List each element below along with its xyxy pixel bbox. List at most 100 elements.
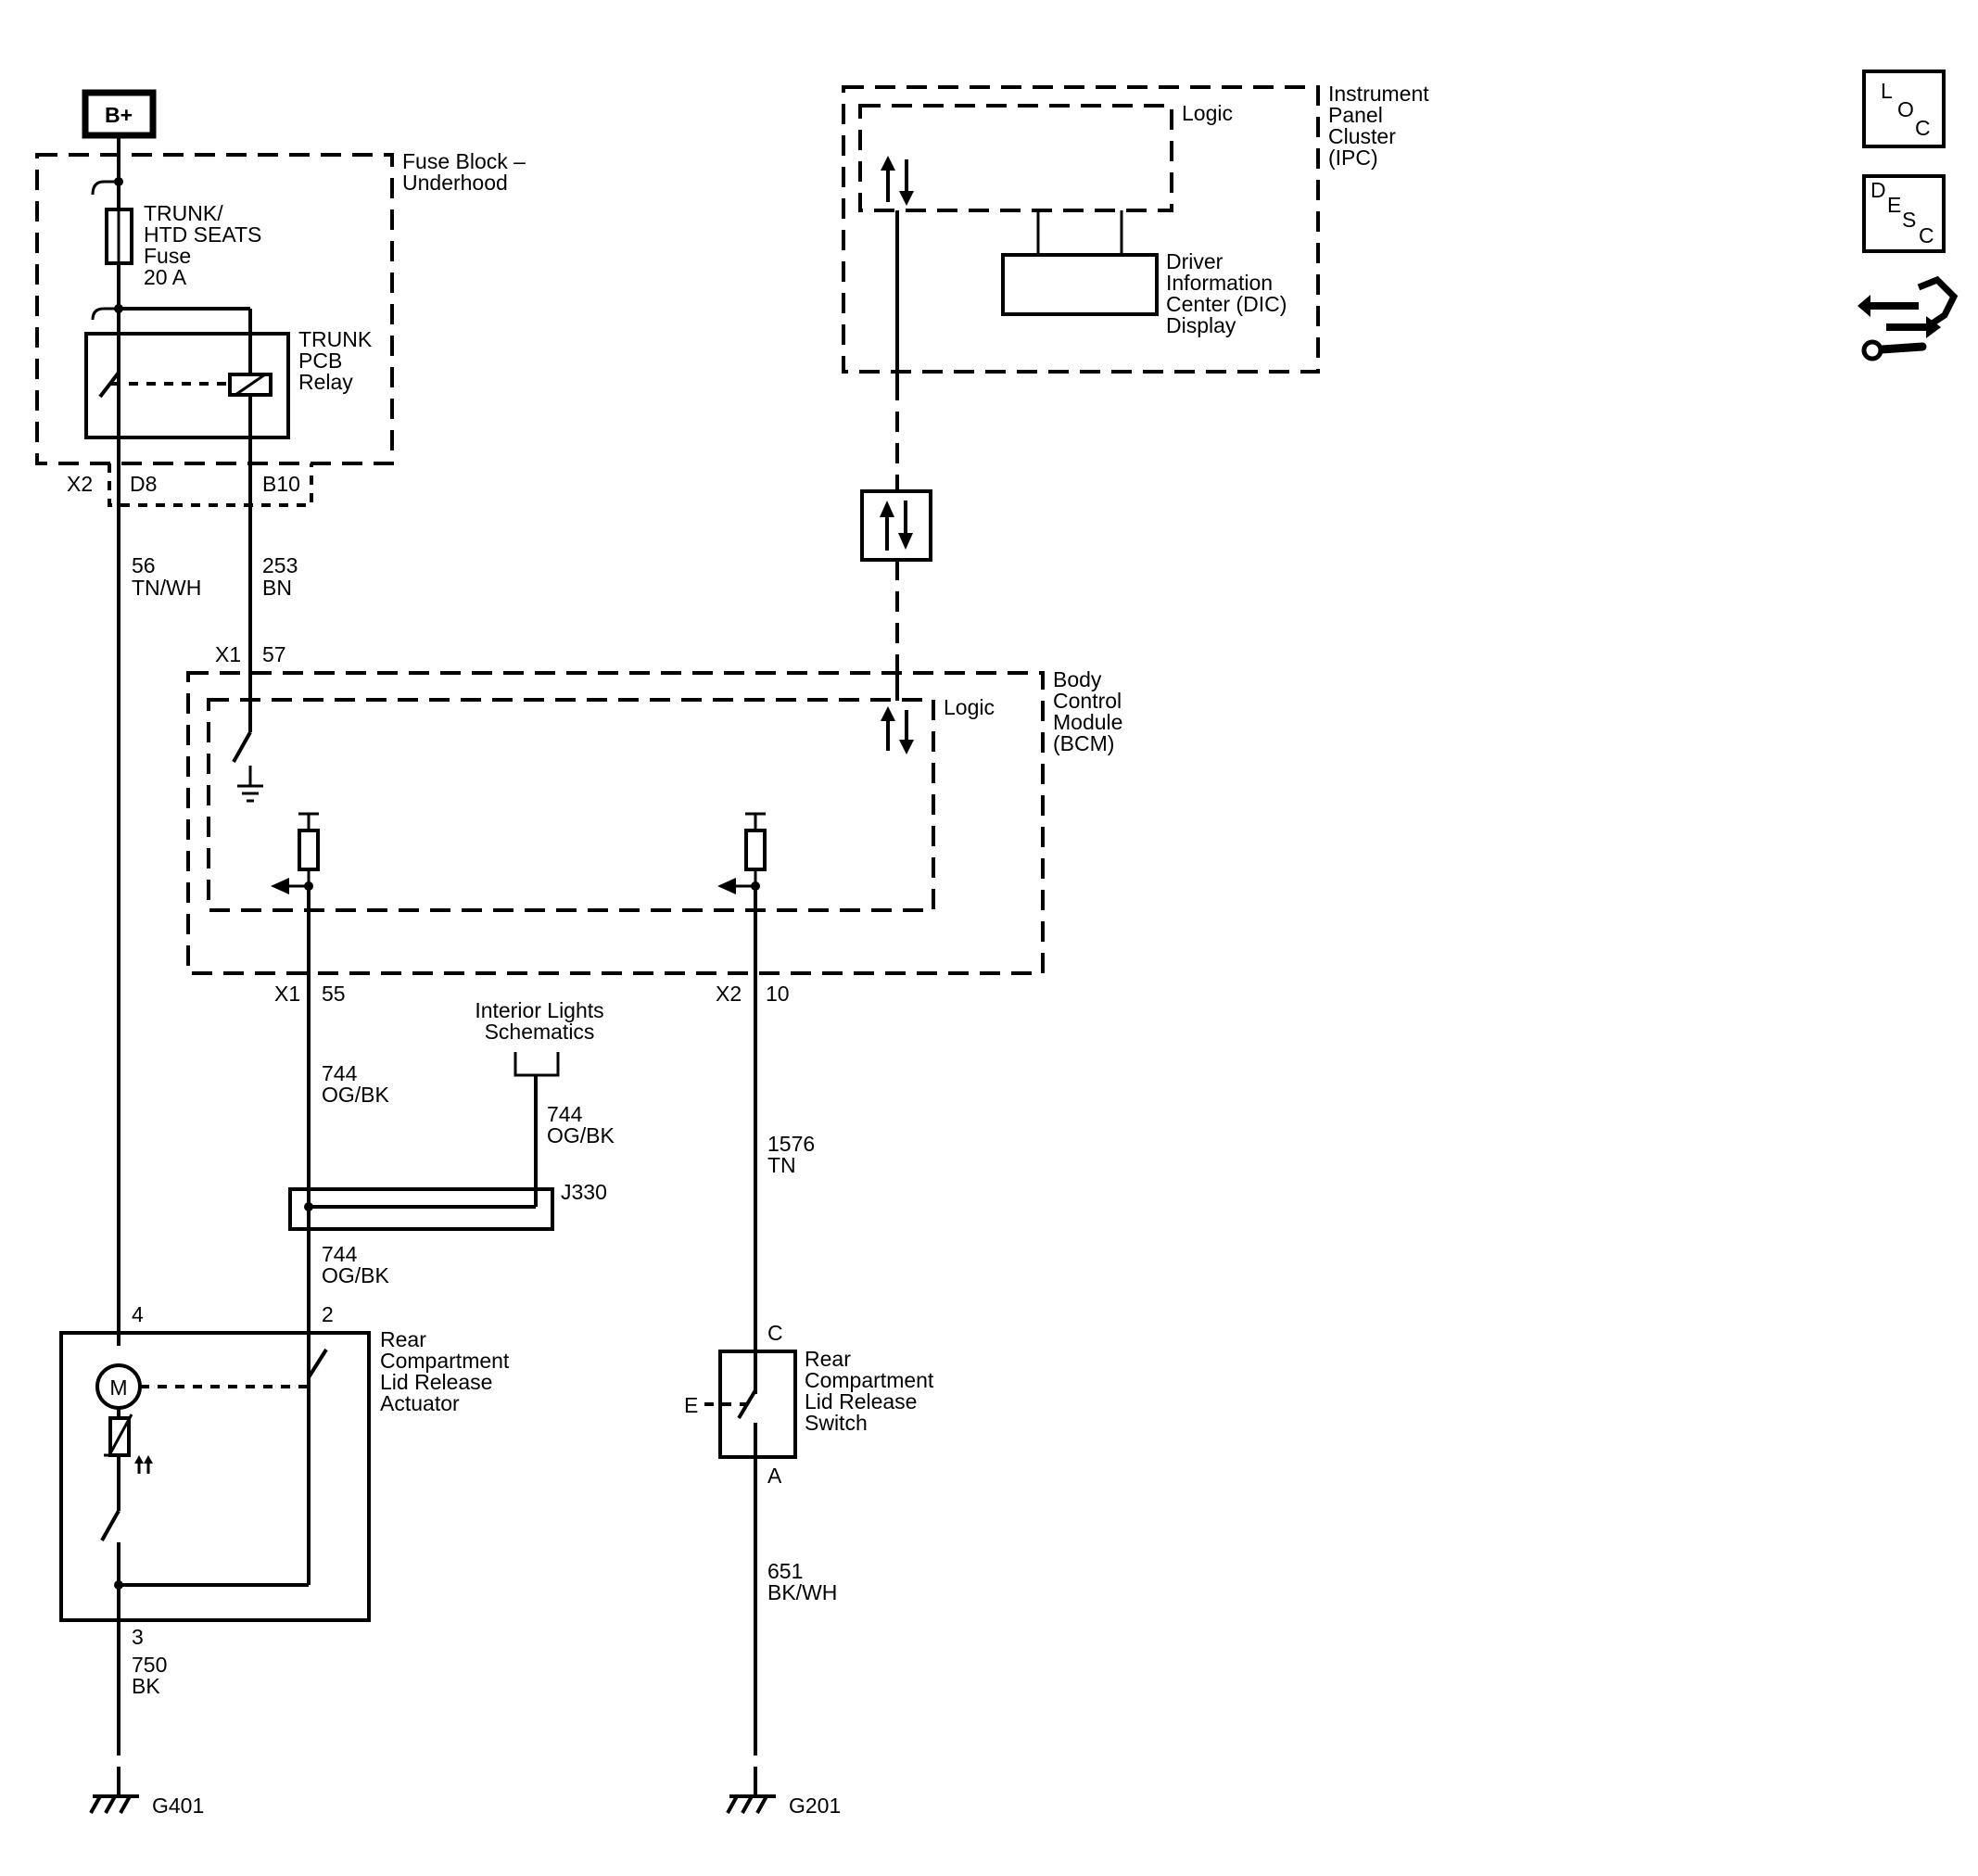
ptc-thermistor-icon xyxy=(104,1413,153,1474)
svg-text:E: E xyxy=(1887,193,1901,217)
actuator-box xyxy=(59,1331,371,1622)
connector-x2-label: X2 xyxy=(67,472,93,496)
svg-text:L: L xyxy=(1881,79,1893,103)
ipc-serial-data-arrows-icon xyxy=(881,156,914,206)
wire-744-interior-number: 744 xyxy=(547,1102,583,1126)
wire-744-interior-color: OG/BK xyxy=(547,1123,615,1147)
bcm-x2-connector: X2 xyxy=(716,982,742,1006)
bcm-x1-connector: X1 xyxy=(274,982,300,1006)
switch-pin-a-label: A xyxy=(767,1464,782,1488)
svg-text:O: O xyxy=(1897,97,1914,121)
bcm-pin-10-label: 10 xyxy=(766,982,790,1006)
instrument-panel-cluster: Instrument Panel Cluster (IPC) Logic Dri… xyxy=(842,82,1429,374)
splice-j330-label: J330 xyxy=(561,1180,607,1204)
rear-compartment-lid-release-switch: C A Rear Compartment Lid Release Switch … xyxy=(684,1321,934,1488)
relay-label-2: PCB xyxy=(298,349,342,373)
bcm-outline xyxy=(186,671,1045,975)
bcm-label-4: (BCM) xyxy=(1053,731,1114,755)
switch-box xyxy=(718,1350,797,1459)
body-control-module: Body Control Module (BCM) Logic X1 57 xyxy=(186,630,1122,1006)
relay-box xyxy=(84,332,290,439)
switch-label-4: Switch xyxy=(805,1411,868,1435)
ipc-label-3: Cluster xyxy=(1328,124,1396,148)
relay-control-switch xyxy=(232,731,252,763)
ipc-label: Instrument xyxy=(1328,82,1429,106)
bcm-output-driver-left-icon xyxy=(271,812,320,894)
actuator-pin-4-label: 4 xyxy=(132,1302,144,1326)
fuse-block-outline xyxy=(35,153,394,465)
ipc-logic-outline xyxy=(858,104,1173,212)
ipc-logic-label: Logic xyxy=(1182,101,1233,125)
pin-d8-label: D8 xyxy=(130,472,157,496)
tools-icon[interactable] xyxy=(1858,275,1959,361)
motor-label: M xyxy=(109,1375,127,1400)
wire-744-lower-color: OG/BK xyxy=(322,1263,390,1287)
ipc-label-2: Panel xyxy=(1328,103,1383,127)
ipc-label-4: (IPC) xyxy=(1328,146,1378,170)
loc-button[interactable]: L O C xyxy=(1862,70,1946,148)
fuse-rating: 20 A xyxy=(144,265,187,289)
relay-label: TRUNK xyxy=(298,327,373,351)
dic-label-2: Information xyxy=(1166,271,1273,295)
interior-lights-connector-icon xyxy=(514,1052,560,1077)
wire-1576-color: TN xyxy=(767,1153,796,1177)
fuse-block-underhood: Fuse Block – Underhood TRUNK/ HTD SEATS … xyxy=(35,135,526,630)
bcm-label: Body xyxy=(1053,667,1102,691)
switch-pin-c-label: C xyxy=(767,1321,783,1345)
ipc-outline xyxy=(842,85,1320,374)
fuse-block-label-2: Underhood xyxy=(402,171,508,195)
bcm-ground-icon xyxy=(237,766,263,803)
dic-label-4: Display xyxy=(1166,313,1236,337)
relay-switch-contact xyxy=(98,371,120,399)
dic-label-3: Center (DIC) xyxy=(1166,292,1287,316)
fuse-block-label: Fuse Block – xyxy=(402,149,526,173)
dic-display-box xyxy=(1001,253,1159,316)
interior-lights-reference[interactable]: Interior Lights xyxy=(475,998,603,1022)
wire-744-color: OG/BK xyxy=(322,1083,390,1107)
actuator-pin-2-label: 2 xyxy=(322,1302,334,1326)
wire-253-number: 253 xyxy=(262,553,298,577)
bus-bar-hook-lower xyxy=(91,307,119,321)
wire-56-number: 56 xyxy=(132,553,156,577)
bcm-label-2: Control xyxy=(1053,689,1122,713)
bcm-x1-top-connector: X1 xyxy=(215,642,241,666)
actuator-label-3: Lid Release xyxy=(380,1370,492,1394)
fuse-label-2: HTD SEATS xyxy=(144,222,261,247)
actuator-internal-switch xyxy=(100,1510,120,1541)
svg-text:C: C xyxy=(1919,223,1934,247)
actuator-pin-3-label: 3 xyxy=(132,1625,144,1649)
desc-button[interactable]: D E S C xyxy=(1862,174,1946,253)
bcm-label-3: Module xyxy=(1053,710,1122,734)
switch-label-3: Lid Release xyxy=(805,1389,917,1413)
ground-g201-icon xyxy=(726,1783,776,1814)
switch-electric-actuator-mark: E xyxy=(684,1393,698,1417)
ground-g401-label: G401 xyxy=(152,1794,204,1818)
connector-x2-outline xyxy=(108,463,313,507)
bcm-output-driver-right-icon xyxy=(717,812,767,894)
svg-text:S: S xyxy=(1902,208,1916,232)
actuator-label-2: Compartment xyxy=(380,1349,510,1373)
wire-744-lower-number: 744 xyxy=(322,1242,358,1266)
fuse-label: TRUNK/ xyxy=(144,201,223,225)
svg-text:C: C xyxy=(1915,116,1931,140)
actuator-label-4: Actuator xyxy=(380,1391,460,1415)
interior-lights-reference-2[interactable]: Schematics xyxy=(485,1020,595,1044)
ground-g401-icon xyxy=(89,1783,139,1814)
switch-label-2: Compartment xyxy=(805,1368,934,1392)
fuse-label-3: Fuse xyxy=(144,244,191,268)
bcm-serial-data-arrows-icon xyxy=(881,706,914,754)
wire-750-number: 750 xyxy=(132,1653,167,1677)
rear-compartment-lid-release-actuator: 4 2 Rear Compartment Lid Release Actuato… xyxy=(59,1302,510,1649)
wire-750-color: BK xyxy=(132,1674,160,1698)
bcm-logic-label: Logic xyxy=(944,695,995,719)
bcm-pin-57-label: 57 xyxy=(262,642,286,666)
wire-651-number: 651 xyxy=(767,1559,803,1583)
wire-1576-number: 1576 xyxy=(767,1132,815,1156)
bus-bar-hook-top xyxy=(91,180,119,196)
pin-b10-label: B10 xyxy=(262,472,300,496)
battery-positive-box: B+ xyxy=(82,89,157,139)
wire-744-number: 744 xyxy=(322,1061,358,1085)
ground-g201-label: G201 xyxy=(789,1794,841,1818)
switch-contact xyxy=(737,1388,757,1420)
